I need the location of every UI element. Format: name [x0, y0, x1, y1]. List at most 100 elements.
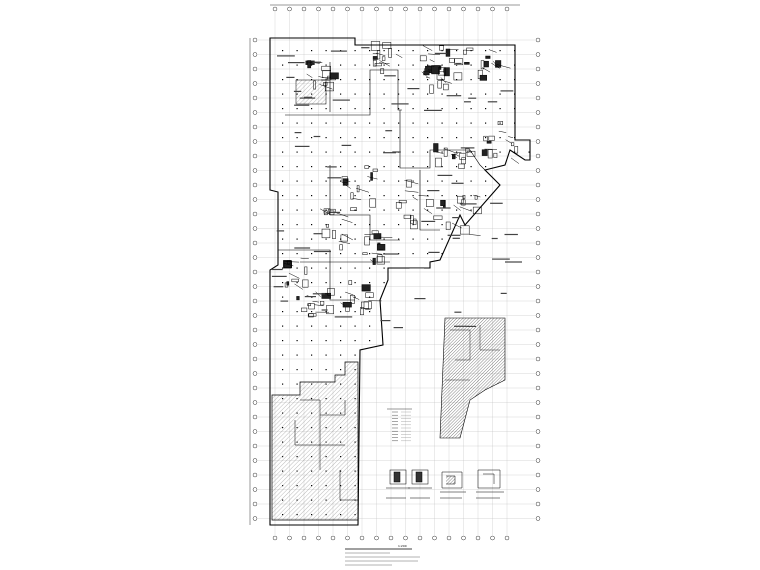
equipment-box [340, 234, 348, 242]
equipment-box [483, 135, 488, 142]
equipment-box [321, 292, 331, 299]
equipment-box [350, 207, 357, 211]
leader-line [436, 151, 444, 154]
equipment-box [403, 214, 412, 219]
equipment-box [350, 192, 354, 200]
equipment-box [322, 70, 331, 78]
equipment-box [454, 58, 464, 66]
axis-bubble-right [535, 95, 541, 101]
axis-bubble-left [252, 429, 258, 434]
axis-bubble-left [252, 153, 258, 159]
equipment-box [301, 307, 308, 312]
hatched-zone-subdivisions [294, 399, 358, 501]
equipment-box [332, 230, 336, 239]
axis-bubble-top [345, 6, 350, 12]
axis-bubble-right [535, 429, 541, 434]
annotation-tag [500, 90, 514, 92]
annotation-tag [505, 261, 522, 263]
annotation-tag [447, 234, 461, 236]
equipment-box [472, 206, 482, 215]
axis-bubble-top [272, 6, 278, 12]
axis-bubble-right [535, 472, 541, 478]
annotation-tag [383, 253, 399, 255]
annotation-tag [332, 99, 350, 101]
leader-line [345, 291, 354, 296]
axis-bubble-right [535, 342, 541, 347]
axis-bubble-top [359, 6, 365, 12]
axis-bubble-bottom [388, 535, 394, 541]
axis-bubble-left [252, 298, 258, 304]
annotation-tag [427, 190, 440, 192]
axis-bubble-bottom [432, 535, 437, 541]
annotation-tag [468, 97, 477, 99]
axis-bubble-top [446, 6, 452, 12]
axis-bubble-bottom [475, 535, 481, 541]
leader-line [371, 252, 382, 255]
axis-bubble-right [535, 66, 541, 72]
annotation-tag [361, 47, 370, 49]
equipment-box [423, 70, 430, 76]
equipment-box [376, 256, 385, 265]
annotation-tag [380, 320, 391, 322]
equipment-box [443, 83, 449, 91]
annotation-tag [299, 97, 316, 99]
axis-bubble-left [252, 472, 258, 478]
annotation-tag [294, 145, 310, 147]
detail-2 [408, 469, 432, 489]
leader-line [352, 198, 362, 201]
equipment-box [514, 146, 519, 154]
equipment-box [426, 199, 434, 207]
annotation-tag [334, 316, 353, 318]
equipment-box [372, 168, 378, 172]
axis-bubble-bottom [287, 535, 292, 541]
annotation-tag [341, 144, 352, 146]
leader-line [319, 84, 333, 90]
annotation-tag [276, 230, 285, 232]
leader-line [425, 76, 431, 79]
annotation-tag [421, 220, 436, 222]
leader-line [318, 76, 332, 80]
equipment-box [453, 72, 463, 81]
annotation-tag [294, 132, 302, 134]
annotation-tag [454, 311, 462, 313]
annotation-tag [487, 101, 498, 103]
axis-bubble-left [252, 487, 258, 492]
axis-bubble-right [535, 124, 541, 130]
axis-bubble-right [535, 269, 541, 275]
axis-bubble-top [330, 6, 336, 12]
leader-line [510, 157, 520, 164]
annotation-tag [313, 250, 331, 253]
leader-line [451, 222, 462, 229]
equipment-box [462, 195, 466, 199]
axis-bubble-right [535, 385, 541, 391]
equipment-box [429, 84, 434, 94]
annotation-tag [271, 275, 287, 277]
equipment-box [307, 313, 314, 318]
equipment-box [458, 163, 465, 169]
leader-line [395, 53, 403, 58]
leader-line [338, 241, 351, 244]
annotation-tag [320, 79, 331, 81]
axis-bubble-right [535, 240, 541, 246]
equipment-box [307, 303, 311, 307]
axis-bubble-top [417, 6, 423, 12]
equipment-box [370, 41, 381, 51]
leader-line [370, 259, 375, 263]
axis-bubble-left [252, 284, 258, 289]
leader-line [422, 45, 433, 51]
axis-bubble-right [535, 414, 541, 420]
axis-bubble-right [535, 168, 541, 173]
axis-bubble-right [535, 371, 541, 376]
leader-line [404, 179, 419, 185]
equipment-box [466, 47, 474, 51]
annotation-tag [294, 247, 311, 249]
leader-line [336, 212, 349, 218]
axis-bubble-left [252, 342, 258, 347]
leader-line [345, 179, 351, 183]
legend-rows [392, 411, 411, 441]
annotation-tag [321, 309, 328, 311]
leader-line [341, 218, 353, 223]
axis-bubble-right [535, 197, 541, 202]
annotation-tag [312, 293, 326, 295]
axis-bubble-left [252, 124, 258, 130]
